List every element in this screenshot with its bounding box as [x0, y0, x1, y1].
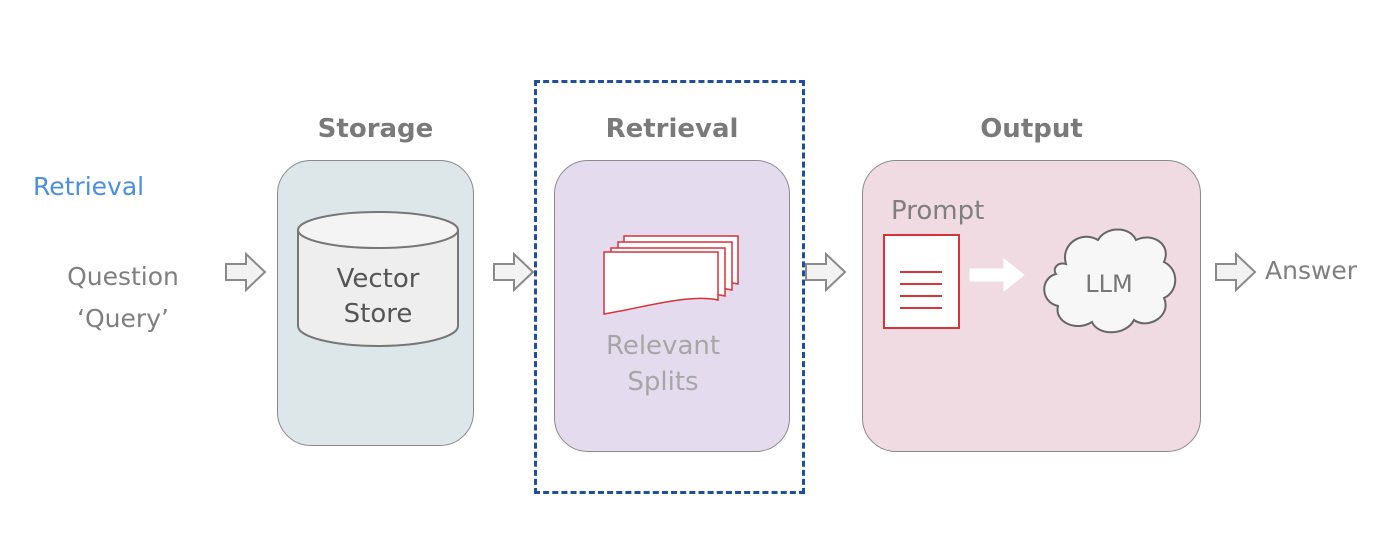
- relevant-splits-label: Relevant Splits: [554, 328, 772, 400]
- vector-store-line1: Vector: [336, 264, 420, 294]
- input-question-label: Question ‘Query’: [48, 256, 198, 340]
- retrieval-panel: [554, 160, 790, 452]
- relevant-splits-line2: Splits: [627, 367, 699, 397]
- flow-arrow-icon: [493, 251, 535, 293]
- flow-arrow-icon: [1215, 251, 1257, 293]
- database-cylinder-icon: [297, 211, 459, 347]
- storage-title: Storage: [317, 114, 434, 144]
- relevant-splits-line1: Relevant: [605, 331, 721, 361]
- prompt-to-llm-arrow-icon: [969, 257, 1025, 293]
- input-question-line1: Question: [67, 262, 179, 291]
- retrieval-focus-box: [534, 80, 805, 494]
- retrieval-title: Retrieval: [605, 114, 739, 144]
- prompt-label: Prompt: [891, 196, 985, 226]
- answer-label: Answer: [1265, 256, 1358, 285]
- flow-arrow-icon: [225, 251, 267, 293]
- vector-store-label: Vector Store: [296, 262, 460, 332]
- llm-cloud-icon: [1043, 228, 1177, 334]
- document-stack-icon: [603, 235, 739, 315]
- llm-label: LLM: [1085, 270, 1133, 298]
- output-title: Output: [980, 114, 1083, 144]
- vector-store-line2: Store: [343, 299, 413, 329]
- retrieval-side-label: Retrieval: [33, 172, 145, 201]
- flow-arrow-icon: [805, 251, 847, 293]
- input-question-line2: ‘Query’: [77, 304, 169, 333]
- prompt-document-icon: [883, 234, 960, 329]
